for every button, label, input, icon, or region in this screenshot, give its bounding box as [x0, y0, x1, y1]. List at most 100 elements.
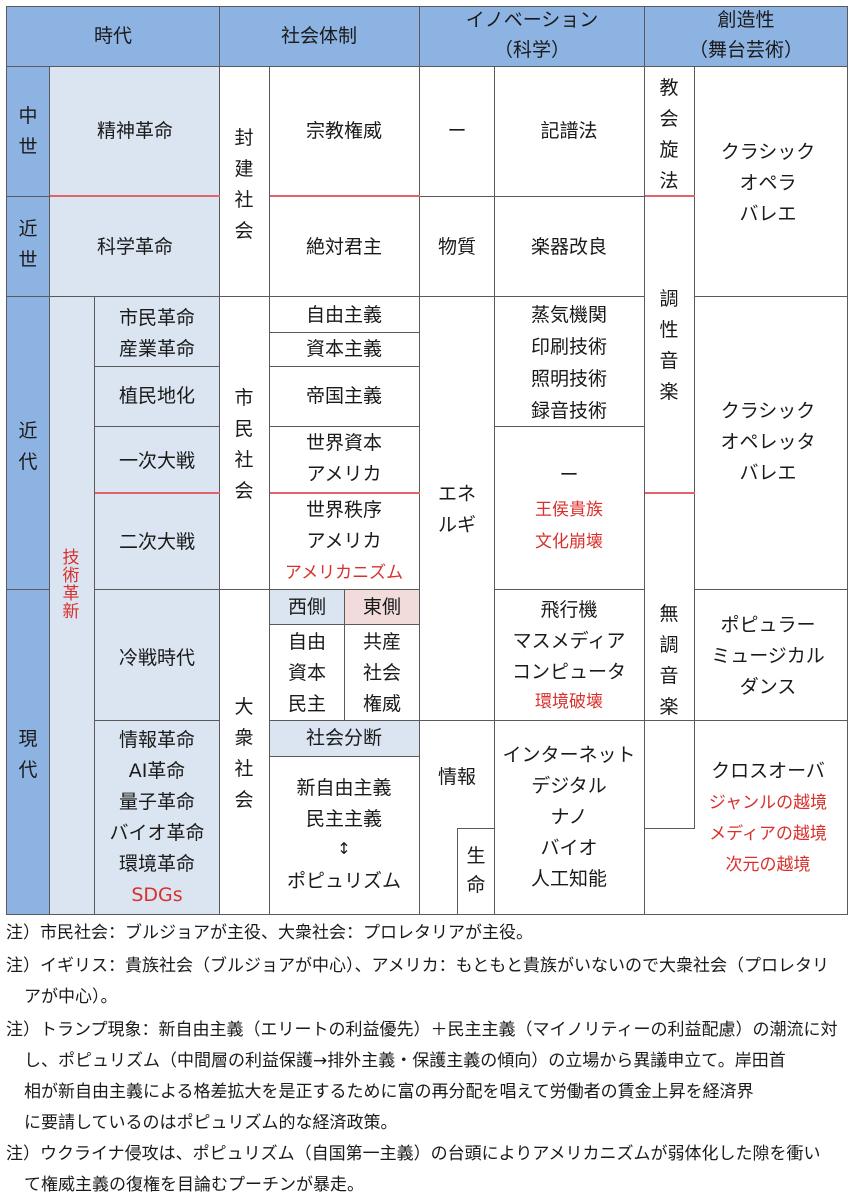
sdgs: SDGs — [131, 884, 183, 906]
media-crossing: メディアの越境 — [709, 824, 827, 844]
mass-3: 社 — [234, 758, 254, 780]
classic1-1: クラシック — [720, 141, 816, 163]
atonal-4: 楽 — [659, 696, 679, 718]
era-early-modern-cell — [6, 196, 50, 297]
field-life-2: 命 — [466, 874, 486, 896]
west-value-3: 民主 — [287, 693, 327, 715]
classic1-2: オペラ — [739, 172, 797, 194]
note-3-line1: 注）トランプ現象：新自由主義（エリートの利益優先）＋民主主義（マイノリティーの利… — [6, 1020, 838, 1040]
east-value-2: 社会 — [362, 662, 402, 684]
world-order-2: アメリカ — [306, 530, 382, 552]
east: 東側 — [362, 596, 402, 618]
header-era: 時代 — [93, 25, 133, 47]
tech-revolution-2: 術 — [62, 566, 80, 586]
war-dash: ー — [559, 464, 579, 486]
feudal-3: 社 — [234, 189, 254, 211]
cold-war: 冷戦時代 — [118, 647, 196, 669]
church-3: 旋 — [659, 139, 679, 161]
royalty: 王侯貴族 — [535, 500, 603, 520]
field-energy-2: ルギ — [437, 514, 477, 536]
world-capital-2: アメリカ — [306, 463, 382, 485]
steam-engine: 蒸気機関 — [530, 304, 608, 326]
society-mass-cell — [219, 589, 270, 915]
field-information: 情報 — [437, 766, 477, 788]
instruments: 楽器改良 — [530, 236, 608, 258]
header-innovation: イノベーション — [465, 9, 599, 31]
capitalism: 資本主義 — [305, 338, 383, 360]
church-4: 法 — [659, 170, 679, 192]
liberalism: 自由主義 — [305, 304, 383, 326]
era-contemporary-2: 代 — [18, 759, 38, 781]
notation: 記譜法 — [540, 120, 598, 142]
cold-war-cell — [94, 589, 220, 721]
mass-2: 衆 — [234, 727, 254, 749]
tonal-2: 性 — [659, 319, 679, 341]
nano: ナノ — [550, 806, 588, 828]
mass-media: マスメディア — [512, 630, 626, 652]
scientific-revolution: 科学革命 — [96, 236, 174, 258]
mass-1: 大 — [234, 696, 254, 718]
civil-3: 社 — [234, 449, 254, 471]
airplane: 飛行機 — [540, 599, 598, 621]
header-era-cell — [6, 6, 220, 67]
popular-2: ミュージカル — [711, 645, 825, 667]
industrial-revolution: 産業革命 — [118, 338, 196, 360]
americanism: アメリカニズム — [284, 563, 404, 583]
feudal-1: 封 — [234, 127, 254, 149]
internet: インターネット — [502, 744, 636, 766]
era-contemporary-1: 現 — [18, 728, 38, 750]
civil-1: 市 — [234, 387, 254, 409]
music-column-overlay — [644, 66, 695, 829]
header-creativity: 創造性 — [717, 9, 775, 31]
popular-3: ダンス — [739, 676, 797, 698]
social-division: 社会分断 — [305, 727, 383, 749]
tech-revolution-4: 新 — [62, 602, 80, 622]
revolution-spiritual-cell — [49, 66, 220, 297]
note-3-line3: 相が新自由主義による格差拡大を是正するために富の再分配を唱えて労働者の賃金上昇を… — [24, 1082, 754, 1102]
digital: デジタル — [531, 775, 607, 797]
era-early-modern-1: 近 — [18, 218, 38, 240]
tech-revolution-1: 技 — [62, 548, 80, 568]
note-2-line2: アが中心）。 — [24, 987, 118, 1007]
atonal-3: 音 — [659, 665, 679, 687]
era-medieval-1: 中 — [18, 105, 38, 127]
ww1: 一次大戦 — [118, 450, 196, 472]
dimension-crossing: 次元の越境 — [725, 855, 811, 875]
classic2-2: オペレッタ — [720, 431, 816, 453]
feudal-2: 建 — [234, 158, 254, 180]
tech-revolution-cell — [49, 296, 95, 915]
world-capital-1: 世界資本 — [305, 432, 383, 454]
header-creativity-sub: （舞台芸術） — [688, 39, 804, 61]
divider-music-tonal — [645, 492, 695, 494]
era-modern-cell — [6, 296, 50, 590]
divider-ww1-system — [270, 492, 420, 494]
civil-4: 会 — [234, 480, 254, 502]
header-innovation-sub: （科学） — [493, 39, 571, 61]
tech-revolution-3: 革 — [62, 584, 80, 604]
civil-revolution: 市民革命 — [118, 307, 196, 329]
header-society: 社会体制 — [280, 25, 358, 47]
imperialism: 帝国主義 — [305, 385, 383, 407]
field-life-cell — [457, 828, 495, 915]
printing: 印刷技術 — [530, 336, 608, 358]
east-value-1: 共産 — [362, 631, 402, 653]
divider-ww1 — [95, 492, 220, 494]
divider-music-church — [645, 195, 695, 197]
west: 西側 — [287, 596, 327, 618]
env-revolution: 環境革命 — [118, 853, 196, 875]
tonal-3: 音 — [659, 350, 679, 372]
popular-1: ポピュラー — [720, 614, 816, 636]
divider-medieval — [50, 195, 220, 197]
ai-revolution: AI革命 — [128, 760, 186, 782]
west-value-2: 資本 — [287, 662, 327, 684]
tonal-1: 調 — [659, 288, 679, 310]
divider-medieval-system — [270, 195, 420, 197]
atonal-1: 無 — [659, 603, 679, 625]
mass-4: 会 — [234, 789, 254, 811]
civil-2: 民 — [234, 418, 254, 440]
ww1-cell — [94, 426, 220, 494]
note-3-line4: に要請しているのはポピュリズム的な経済政策。 — [24, 1113, 398, 1133]
era-modern-1: 近 — [18, 420, 38, 442]
classic2-1: クラシック — [720, 400, 816, 422]
